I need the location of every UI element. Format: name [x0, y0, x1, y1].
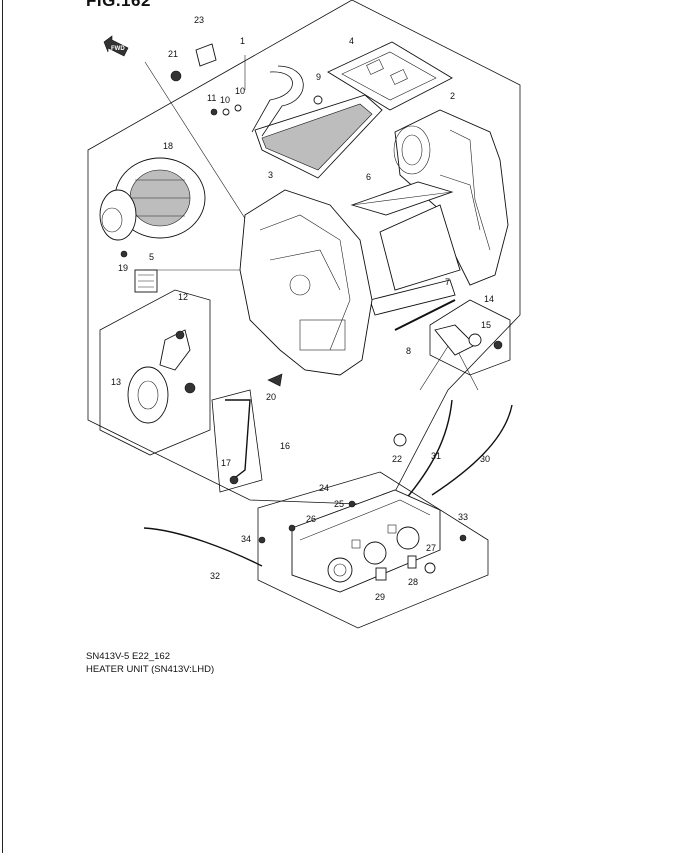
main-assembly-frame — [87, 0, 521, 506]
screw-21-icon — [170, 70, 182, 82]
callout-18: 18 — [163, 141, 173, 151]
callout-31: 31 — [431, 451, 441, 461]
blower-motor-part — [99, 157, 206, 241]
callout-33: 33 — [458, 512, 468, 522]
diagram-caption: HEATER UNIT (SN413V:LHD) — [86, 664, 215, 675]
nut-22-icon — [393, 433, 407, 447]
mode-linkage-part — [434, 324, 503, 356]
knob-27-part — [424, 562, 436, 574]
callout-28: 28 — [408, 577, 418, 587]
clip-10a-icon — [222, 108, 230, 116]
figure-title: FIG.162 — [86, 0, 151, 10]
bulb-28-part — [407, 555, 417, 569]
callout-8: 8 — [406, 346, 411, 356]
knob-29-part — [375, 567, 387, 581]
screw-11-icon — [210, 108, 218, 116]
screw-34-icon — [258, 536, 266, 544]
resistor-part — [134, 269, 158, 293]
cable-31-part — [404, 399, 453, 501]
clip-10b-icon — [234, 104, 242, 112]
callout-10b: 10 — [235, 86, 245, 96]
callout-5: 5 — [149, 252, 154, 262]
callout-10a: 10 — [220, 95, 230, 105]
callout-21: 21 — [168, 49, 178, 59]
callout-24: 24 — [319, 483, 329, 493]
callout-19: 19 — [118, 263, 128, 273]
callout-34: 34 — [241, 534, 251, 544]
callout-23: 23 — [194, 15, 204, 25]
callout-25: 25 — [334, 499, 344, 509]
mode-door-part — [350, 181, 461, 316]
callout-9: 9 — [316, 72, 321, 82]
cable-30-part — [431, 404, 513, 496]
filter-frame-part — [327, 41, 453, 111]
screw-17-icon — [229, 475, 239, 485]
screw-19-icon — [120, 250, 128, 258]
cable-32-part — [143, 527, 263, 567]
lever-subframe — [211, 389, 263, 493]
heater-case-left-part — [239, 189, 373, 376]
callout-1: 1 — [240, 36, 245, 46]
screw-26-icon — [288, 524, 296, 532]
grommet-23-icon — [195, 43, 217, 67]
heater-control-panel-part — [291, 489, 441, 593]
callout-16: 16 — [280, 441, 290, 451]
right-linkage-subframe — [429, 299, 511, 376]
control-panel-frame — [257, 471, 489, 629]
mode-lever-part — [225, 399, 251, 481]
linkage-subframe — [99, 289, 211, 456]
callout-12: 12 — [178, 292, 188, 302]
fwd-label: FWD — [111, 46, 125, 52]
callout-17: 17 — [221, 458, 231, 468]
callout-32: 32 — [210, 571, 220, 581]
heater-case-right-part — [393, 109, 509, 286]
fwd-leader — [144, 61, 263, 246]
callout-14: 14 — [484, 294, 494, 304]
callout-4: 4 — [349, 36, 354, 46]
fwd-arrow-icon: FWD — [103, 35, 129, 57]
callout-30: 30 — [480, 454, 490, 464]
callout-2: 2 — [450, 91, 455, 101]
callout-3: 3 — [268, 170, 273, 180]
callout-26: 26 — [306, 514, 316, 524]
door-shaft-part — [394, 299, 456, 331]
callout-11: 11 — [207, 93, 216, 103]
callout-13: 13 — [111, 377, 121, 387]
callout-27: 27 — [426, 543, 436, 553]
callout-29: 29 — [375, 592, 385, 602]
callout-7: 7 — [445, 277, 450, 287]
callout-numbers: 1 2 3 4 5 6 7 8 9 10 10 11 12 13 14 15 1… — [111, 15, 494, 602]
callout-6: 6 — [366, 172, 371, 182]
left-border-line — [2, 0, 3, 853]
heater-core-part — [251, 65, 383, 179]
air-mix-linkage-part — [127, 329, 196, 424]
diagram-code: SN413V-5 E22_162 — [86, 651, 170, 662]
callout-15: 15 — [481, 320, 491, 330]
callout-22: 22 — [392, 454, 402, 464]
clip-20-icon — [267, 373, 283, 387]
callout-20: 20 — [266, 392, 276, 402]
screw-25-icon — [348, 500, 356, 508]
screw-33-icon — [459, 534, 467, 542]
